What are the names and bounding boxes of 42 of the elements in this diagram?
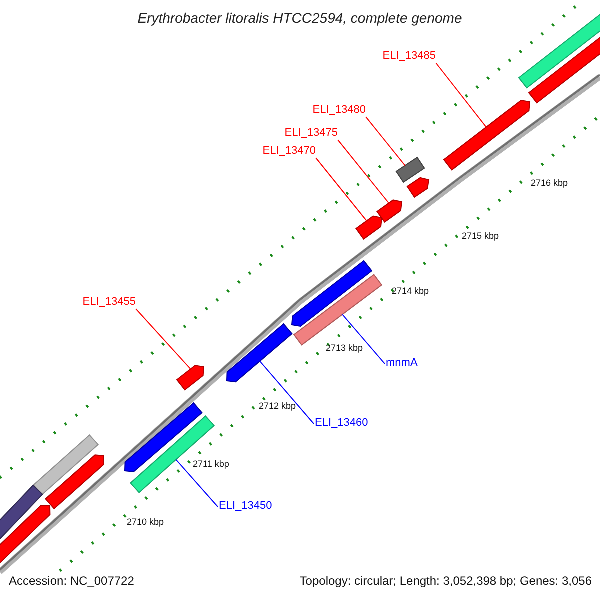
gene-label: ELI_13460 (315, 418, 368, 429)
tick-label: 2711 kbp (193, 460, 230, 469)
genome-stats-text: Topology: circular; Length: 3,052,398 bp; Genes: 3,056 (300, 575, 592, 587)
gene-feature (45, 454, 105, 510)
gene-feature (0, 504, 51, 564)
gene-feature (226, 323, 293, 383)
gene-bar (396, 156, 426, 184)
gene-bar (130, 416, 215, 494)
tick-label: 2713 kbp (326, 344, 364, 353)
gene-label: ELI_13480 (312, 105, 366, 116)
leader-line (342, 314, 386, 364)
gene-feature (356, 216, 383, 240)
leader-line (136, 308, 192, 370)
leader-line (316, 158, 368, 222)
accession-text: Accession: NC_007722 (9, 575, 134, 587)
gene-bar (518, 14, 600, 89)
gene-label: ELI_13470 (262, 146, 316, 157)
gene-label: ELI_13455 (82, 297, 136, 308)
tick-label: 2716 kbp (531, 179, 568, 188)
gene-label: ELI_13475 (284, 128, 338, 139)
gene-feature (443, 100, 531, 171)
gene-bar (0, 484, 44, 540)
gene-label: ELI_13485 (382, 51, 436, 62)
leader-line (176, 459, 218, 508)
gene-bar (293, 274, 383, 346)
leader-line (260, 360, 314, 424)
leader-line (366, 116, 406, 166)
tick-label: 2710 kbp (127, 518, 164, 527)
gene-feature (291, 260, 373, 328)
title: Erythrobacter litoralis HTCC2594, complete genome (136, 11, 464, 25)
gene-feature (376, 200, 403, 223)
leader-line (338, 140, 390, 204)
gene-label: ELI_13450 (219, 501, 272, 512)
gene-feature (176, 365, 205, 391)
tick-label: 2712 kbp (259, 402, 296, 411)
leader-line (436, 62, 487, 128)
gene-feature (406, 177, 430, 198)
gene-label: mnmA (386, 358, 418, 369)
tick-label: 2715 kbp (462, 232, 500, 241)
gene-bar (528, 37, 600, 104)
gene-bar (33, 434, 99, 496)
tick-label: 2714 kbp (392, 287, 430, 296)
